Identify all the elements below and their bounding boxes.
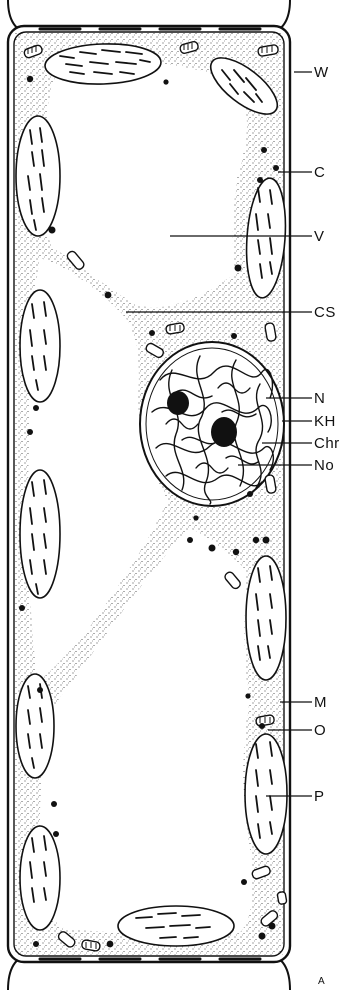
label-oleosome: O <box>314 723 326 738</box>
label-cytoplasm: C <box>314 165 325 180</box>
label-mitochondrion: M <box>314 695 327 710</box>
label-nuclear-envelope: KH <box>314 414 336 429</box>
label-nucleus: N <box>314 391 325 406</box>
label-chromatin: Chr <box>314 436 340 451</box>
label-wall: W <box>314 65 329 80</box>
figure-letter: A <box>318 976 325 987</box>
label-vacuole: V <box>314 229 325 244</box>
label-plastid: P <box>314 789 325 804</box>
label-cytoplasmic-strand: CS <box>314 305 336 320</box>
label-nucleolus: No <box>314 458 334 473</box>
